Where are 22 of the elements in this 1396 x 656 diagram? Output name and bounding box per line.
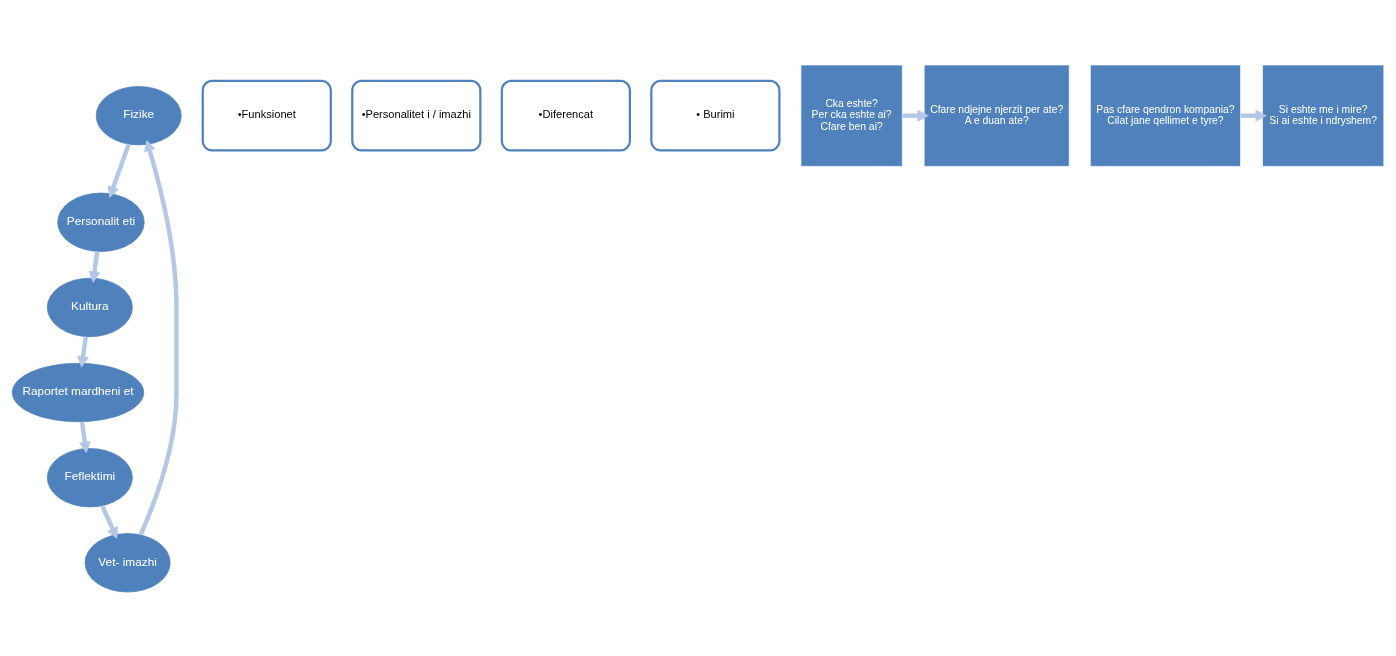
arrow (77, 335, 89, 368)
node-ellipse: Personalit eti (57, 192, 145, 252)
node-ellipse: Feflektimi (46, 447, 133, 507)
node-ellipse: Raportet mardheni et (11, 362, 145, 422)
node-box: •Diferencat (500, 79, 631, 152)
arrow (1240, 109, 1267, 122)
node-ellipse: Fizike (95, 85, 182, 145)
node-ellipse: Vet- imazhi (84, 532, 171, 592)
arrow (88, 250, 101, 283)
node-box: Pas cfare qendron kompania? Cilat jane qellimet e tyre? (1089, 64, 1241, 167)
arrow (78, 421, 91, 453)
arrow (100, 504, 118, 539)
node-box: Si eshte me i mire? Si ai eshte i ndryshem? (1262, 64, 1385, 167)
node-box: Cfare ndjejne njerzit per ate? A e duan ate? (923, 64, 1070, 167)
node-box: •Funksionet (201, 79, 332, 152)
arrow (138, 139, 179, 536)
arrow (902, 109, 929, 122)
node-box: •Personalitet i / imazhi (351, 79, 482, 152)
node-ellipse: Kultura (46, 277, 133, 337)
node-box: Cka eshte? Per cka eshte ai? Cfare ben ai? (800, 64, 903, 167)
arrow (107, 143, 131, 198)
node-box: • Burimi (650, 79, 781, 152)
